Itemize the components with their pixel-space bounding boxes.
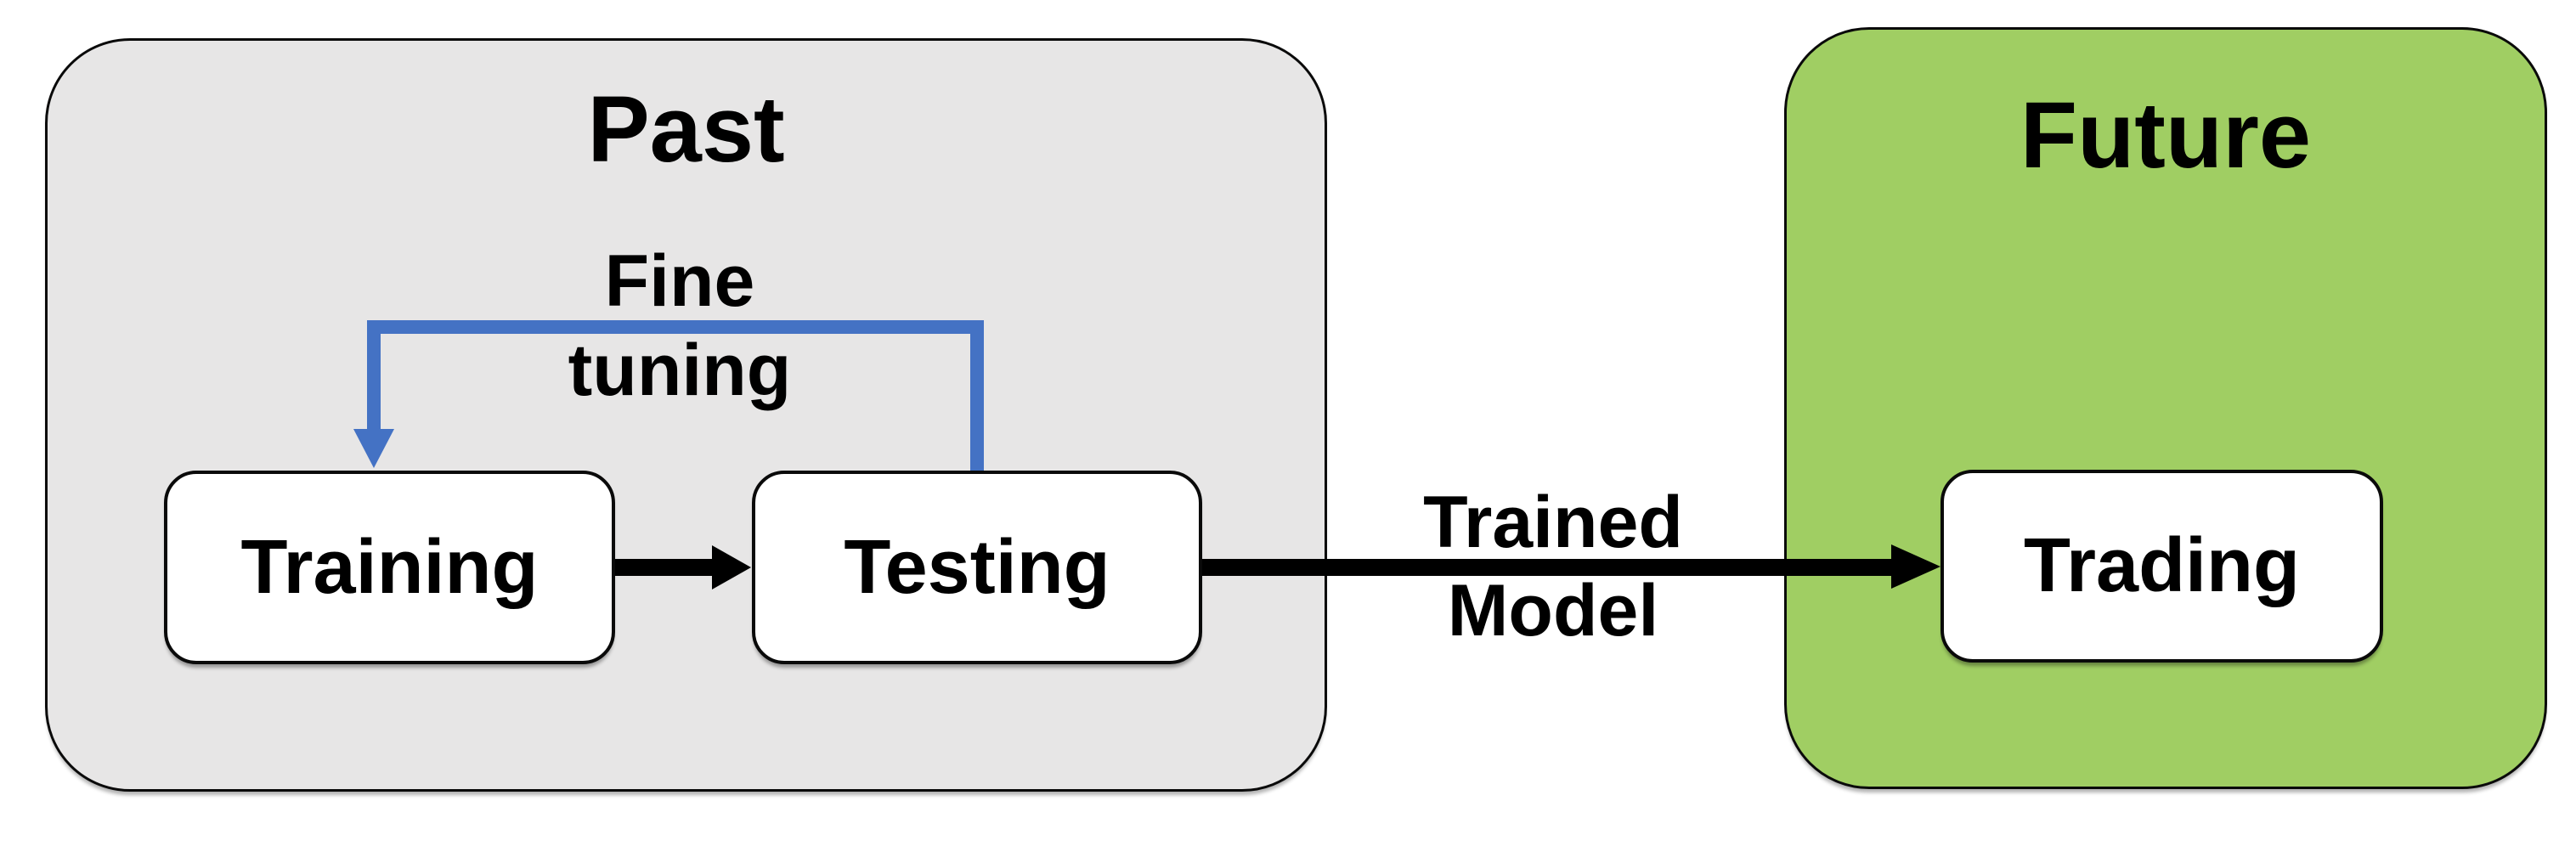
- future-panel-title: Future: [2020, 83, 2312, 188]
- fine-tuning-label-line2: tuning: [568, 330, 792, 411]
- trading-node: Trading: [1940, 470, 2383, 663]
- fine-tuning-connector-left-vertical: [367, 320, 381, 431]
- fine-tuning-label-line1: Fine: [604, 240, 755, 322]
- training-to-testing-arrowhead-icon: [712, 545, 751, 589]
- training-node-label: Training: [240, 524, 539, 610]
- training-node: Training: [164, 471, 615, 664]
- testing-to-trading-arrow-shaft: [1200, 559, 1893, 576]
- trained-model-label-line2: Model: [1447, 570, 1659, 651]
- testing-node: Testing: [752, 471, 1202, 664]
- past-panel-title: Past: [587, 77, 785, 182]
- training-to-testing-arrow-shaft: [613, 559, 714, 576]
- fine-tuning-arrowhead-icon: [353, 429, 394, 468]
- future-panel: Future: [1784, 27, 2547, 789]
- fine-tuning-connector-right-vertical: [970, 320, 984, 471]
- testing-to-trading-arrowhead-icon: [1891, 544, 1940, 589]
- trading-node-label: Trading: [2023, 523, 2301, 608]
- testing-node-label: Testing: [844, 524, 1110, 610]
- past-panel: Past: [45, 38, 1327, 792]
- trained-model-label-line1: Trained: [1423, 482, 1683, 563]
- fine-tuning-connector-horizontal: [367, 320, 984, 334]
